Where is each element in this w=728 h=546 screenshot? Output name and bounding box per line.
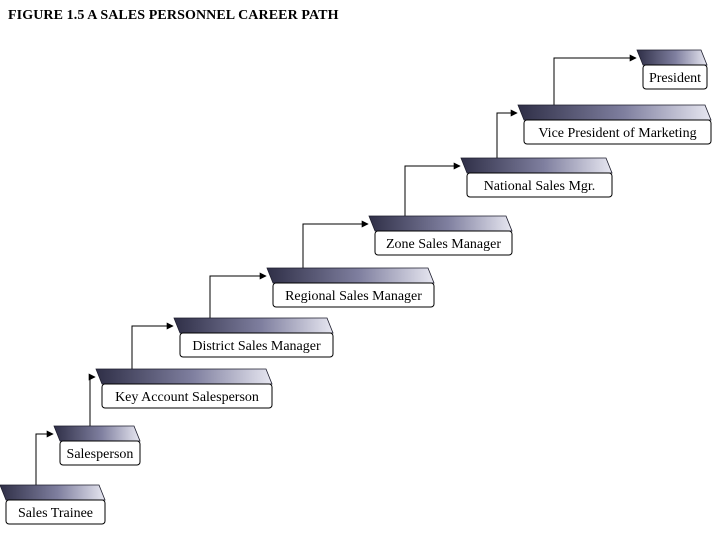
career-step: Sales Trainee [0,484,106,525]
career-step: Salesperson [53,425,141,466]
connector-arrow [131,322,174,369]
step-label: National Sales Mgr. [484,179,596,194]
connector-arrow [88,373,96,426]
career-step: President [636,49,708,90]
step-bevel [460,157,613,174]
connector-arrow [496,109,518,158]
connector-arrow [302,220,369,268]
step-label: District Sales Manager [192,339,321,354]
step-label: Salesperson [67,447,134,462]
step-box [59,440,141,466]
step-bevel [517,104,712,121]
step-bevel [636,49,708,66]
step-label: Sales Trainee [18,506,93,521]
step-box [5,499,106,525]
career-step: National Sales Mgr. [460,157,613,198]
step-bevel [95,368,273,385]
step-bevel [368,215,513,232]
step-box [101,383,273,409]
step-label: Zone Sales Manager [386,237,501,252]
step-box [374,230,513,256]
career-step: Regional Sales Manager [266,267,435,308]
step-label: Regional Sales Manager [285,289,422,304]
step-box [179,332,334,358]
connector-group [35,54,637,485]
career-step: Key Account Salesperson [95,368,273,409]
connector-arrow [209,272,267,318]
step-group: Sales Trainee Salesperson Key Account Sale… [0,49,712,525]
connector-arrow [35,430,54,485]
step-bevel [0,484,106,501]
connector-arrow [553,54,637,105]
connector-arrow [404,162,461,216]
step-box [642,64,708,90]
step-box [272,282,435,308]
career-step: District Sales Manager [173,317,334,358]
step-box [466,172,613,198]
step-bevel [266,267,435,284]
step-bevel [173,317,334,334]
step-bevel [53,425,141,442]
step-box [523,119,712,145]
career-step: Zone Sales Manager [368,215,513,256]
step-label: Vice President of Marketing [538,126,696,141]
figure-title: FIGURE 1.5 A SALES PERSONNEL CAREER PATH [8,8,339,23]
step-label: Key Account Salesperson [115,390,259,405]
step-label: President [649,71,701,86]
career-step: Vice President of Marketing [517,104,712,145]
